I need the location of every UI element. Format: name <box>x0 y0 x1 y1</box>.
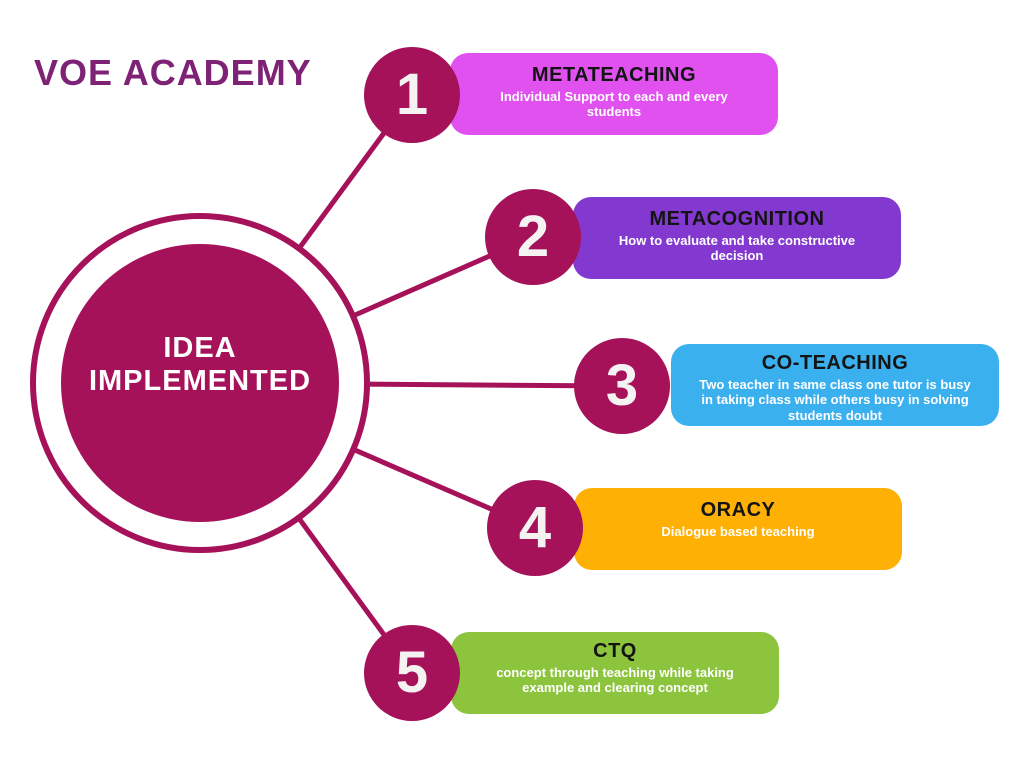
number-badge-1: 1 <box>364 47 460 143</box>
item-title: CO-TEACHING <box>761 352 909 374</box>
item-description: How to evaluate and take constructive de… <box>618 233 856 264</box>
center-label-line1: IDEA <box>163 331 237 364</box>
item-card-metacognition: METACOGNITION How to evaluate and take c… <box>573 197 901 279</box>
item-card-metateaching: METATEACHING Individual Support to each … <box>450 53 778 135</box>
item-title: ORACY <box>700 499 776 521</box>
number-badge-4: 4 <box>487 480 583 576</box>
item-card-ctq: CTQ concept through teaching while takin… <box>451 632 779 714</box>
item-description: concept through teaching while taking ex… <box>496 665 734 696</box>
item-title: METATEACHING <box>531 64 697 86</box>
number-badge-5: 5 <box>364 625 460 721</box>
item-description: Dialogue based teaching <box>661 524 815 539</box>
item-card-oracy: ORACY Dialogue based teaching <box>574 488 902 570</box>
item-description: Individual Support to each and every stu… <box>500 89 728 120</box>
number-badge-2: 2 <box>485 189 581 285</box>
item-title: METACOGNITION <box>649 208 825 230</box>
center-label-line2: IMPLEMENTED <box>88 365 312 397</box>
item-card-co-teaching: CO-TEACHING Two teacher in same class on… <box>671 344 999 426</box>
item-title: CTQ <box>593 640 637 662</box>
number-badge-3: 3 <box>574 338 670 434</box>
center-circle: IDEA IMPLEMENTED <box>61 244 339 522</box>
brand-title: VOE ACADEMY <box>34 52 312 93</box>
item-description: Two teacher in same class one tutor is b… <box>699 377 971 423</box>
